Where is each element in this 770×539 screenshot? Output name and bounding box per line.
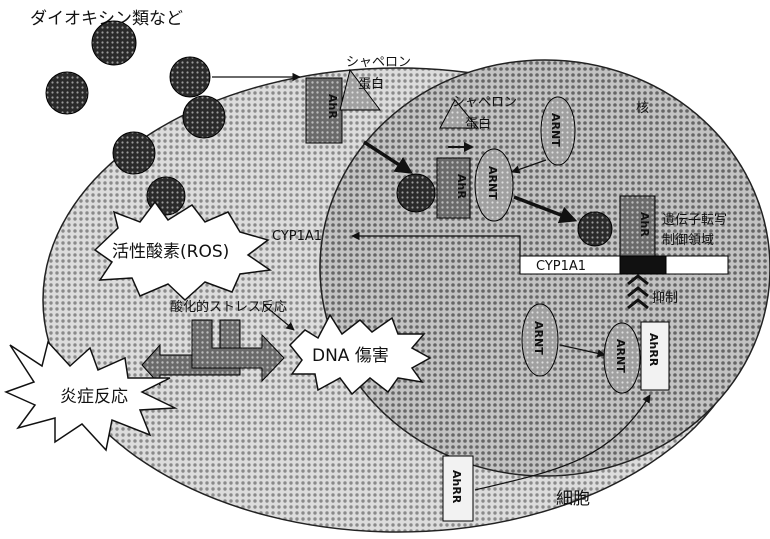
chaperone-label-line2: 蛋白 [358, 76, 384, 92]
ahr-cytoplasm-label: AhR [326, 94, 339, 119]
regulatory-region-box [620, 256, 666, 274]
ahr-nucleus-2-label: AhR [638, 212, 651, 237]
ahr-nucleus-1-label: AhR [455, 174, 468, 199]
dioxin-particle [92, 21, 136, 65]
arnt-lower-right-label: ARNT [614, 339, 627, 373]
ahrr-nucleus-label: AhRR [647, 333, 660, 367]
dioxin-particle [183, 96, 225, 138]
dna-strand-right [666, 256, 728, 274]
chaperone-label-line1: シャペロン [346, 55, 411, 70]
cyp1a1-protein-label: CYP1A1 [272, 229, 322, 244]
cell-label: 細胞 [556, 489, 590, 509]
ahrr-cytoplasm-label: AhRR [450, 470, 463, 504]
ros-label: 活性酸素(ROS) [112, 242, 229, 262]
dna-damage-label: DNA 傷害 [312, 346, 389, 366]
chaperone-nuc-label-line1: シャペロン [452, 95, 517, 110]
inhibit-label: 抑制 [652, 291, 678, 306]
nucleus-label: 核 [636, 101, 649, 116]
dioxin-particle [46, 72, 88, 114]
inflammation-label: 炎症反応 [60, 387, 128, 407]
dioxin-bound-1 [397, 174, 435, 212]
dioxin-bound-2 [578, 212, 612, 246]
arnt-complex-1-label: ARNT [486, 166, 499, 200]
reg-region-label-line2: 制御領域 [662, 232, 714, 248]
oxidative-stress-label: 酸化的ストレス反応 [170, 299, 287, 315]
dioxin-particle [170, 57, 210, 97]
arnt-lower-left-label: ARNT [532, 321, 545, 355]
arnt-top-label: ARNT [549, 113, 562, 147]
dioxin-particle [113, 132, 155, 174]
cyp1a1-gene-label: CYP1A1 [536, 259, 586, 274]
reg-region-label-line1: 遺伝子転写 [662, 213, 727, 228]
chaperone-nuc-label-line2: 蛋白 [465, 116, 491, 132]
